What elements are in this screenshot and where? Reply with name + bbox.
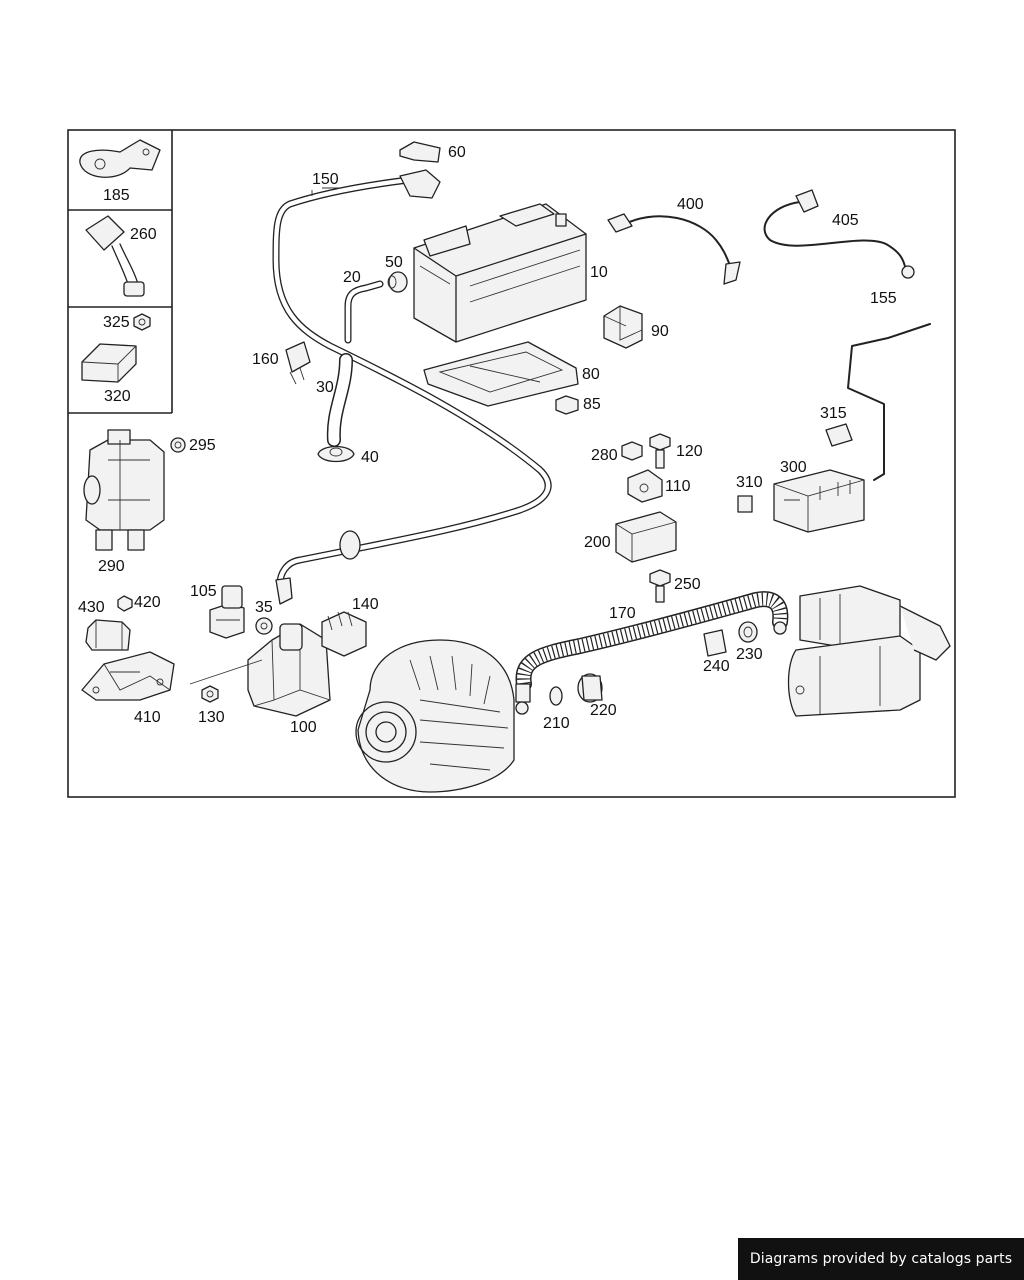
part-60-terminal-cover xyxy=(399,141,441,163)
callout-410: 410 xyxy=(134,709,161,726)
part-85-nut xyxy=(555,395,579,415)
callout-80: 80 xyxy=(582,366,600,383)
part-alternator xyxy=(355,639,515,793)
diagram-frame xyxy=(67,129,956,798)
callout-185: 185 xyxy=(103,187,130,204)
part-290-control-unit xyxy=(83,429,186,551)
part-185-bracket xyxy=(79,139,161,178)
callout-430: 430 xyxy=(78,599,105,616)
callout-325: 325 xyxy=(103,314,130,331)
part-starter-motor xyxy=(787,585,951,717)
callout-170: 170 xyxy=(609,605,636,622)
callout-240: 240 xyxy=(703,658,730,675)
part-100-housing xyxy=(189,623,331,717)
part-320-mount xyxy=(81,313,151,383)
callout-315: 315 xyxy=(820,405,847,422)
callout-40: 40 xyxy=(361,449,379,466)
callout-260: 260 xyxy=(130,226,157,243)
part-110-bracket xyxy=(627,469,663,503)
callout-160: 160 xyxy=(252,351,279,368)
callout-130: 130 xyxy=(198,709,225,726)
part-310-clip xyxy=(737,495,753,513)
callout-140: 140 xyxy=(352,596,379,613)
callout-150: 150 xyxy=(312,171,339,188)
part-210-washer xyxy=(549,686,563,706)
part-105-connector xyxy=(209,585,245,639)
callout-210: 210 xyxy=(543,715,570,732)
part-430-relay xyxy=(85,595,133,651)
callout-105: 105 xyxy=(190,583,217,600)
part-250-bolt xyxy=(649,569,671,603)
part-10-battery xyxy=(413,203,587,343)
part-400-ground-cable xyxy=(607,213,741,285)
callout-310: 310 xyxy=(736,474,763,491)
part-50-grommet xyxy=(387,271,408,293)
callout-300: 300 xyxy=(780,459,807,476)
part-140-connector xyxy=(321,611,367,657)
callout-280: 280 xyxy=(591,447,618,464)
callout-400: 400 xyxy=(677,196,704,213)
part-90-relay xyxy=(603,305,643,349)
callout-230: 230 xyxy=(736,646,763,663)
callout-100: 100 xyxy=(290,719,317,736)
part-410-bracket xyxy=(81,651,175,701)
part-120-bolt xyxy=(649,433,671,469)
part-30-vent-hose xyxy=(326,353,353,447)
callout-60: 60 xyxy=(448,144,466,161)
part-405-ground-cable xyxy=(763,189,915,279)
part-40-grommet xyxy=(317,445,355,463)
part-80-battery-tray xyxy=(423,341,579,407)
part-300-fuse-box xyxy=(773,469,865,533)
footer-credit-badge: Diagrams provided by catalogs parts xyxy=(738,1238,1024,1280)
callout-290: 290 xyxy=(98,558,125,575)
footer-credit-text: Diagrams provided by catalogs parts xyxy=(749,1251,1013,1267)
part-230-nut xyxy=(738,621,758,643)
part-200-buffer-battery xyxy=(615,511,677,563)
part-150-battery-cable xyxy=(272,169,552,605)
callout-90: 90 xyxy=(651,323,669,340)
callout-420: 420 xyxy=(134,594,161,611)
part-160-plug xyxy=(285,341,311,385)
callout-85: 85 xyxy=(583,396,601,413)
callout-10: 10 xyxy=(590,264,608,281)
callout-405: 405 xyxy=(832,212,859,229)
part-220-grommet xyxy=(577,673,603,703)
inset-panel xyxy=(68,130,173,414)
part-260-sensor xyxy=(85,215,145,297)
callout-155: 155 xyxy=(870,290,897,307)
callout-labels: 185 260 325 320 295 290 430 420 410 105 … xyxy=(78,144,897,736)
part-280-nut xyxy=(621,441,643,461)
callout-35: 35 xyxy=(255,599,273,616)
callout-30: 30 xyxy=(316,379,334,396)
callout-295: 295 xyxy=(189,437,216,454)
callout-320: 320 xyxy=(104,388,131,405)
part-35-nut xyxy=(255,617,273,635)
callout-200: 200 xyxy=(584,534,611,551)
part-315-fuse xyxy=(825,423,853,447)
callout-50: 50 xyxy=(385,254,403,271)
callout-120: 120 xyxy=(676,443,703,460)
part-155-wire xyxy=(847,323,931,481)
callout-220: 220 xyxy=(590,702,617,719)
part-240-cap xyxy=(703,629,727,657)
part-20-elbow xyxy=(344,280,384,344)
callout-110: 110 xyxy=(665,478,691,495)
part-130-nut xyxy=(201,685,219,703)
part-170-starter-cable xyxy=(515,591,789,715)
callout-20: 20 xyxy=(343,269,361,286)
callout-250: 250 xyxy=(674,576,701,593)
